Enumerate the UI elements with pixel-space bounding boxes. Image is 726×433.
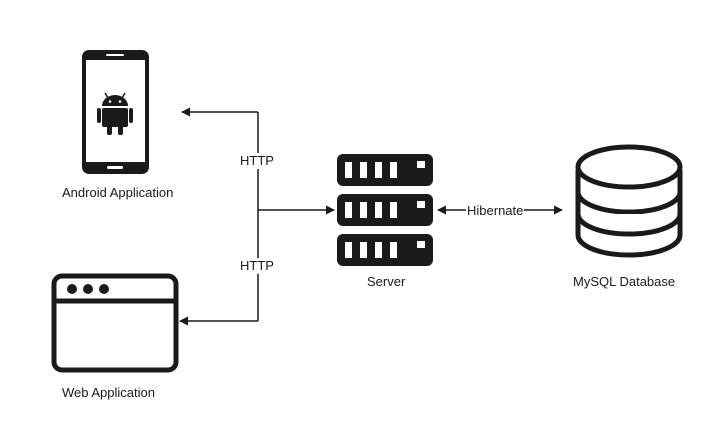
android-phone-icon	[82, 50, 149, 174]
server-unit	[337, 194, 433, 226]
http-label-android: HTTP	[239, 153, 275, 169]
server-unit	[337, 234, 433, 266]
database-icon	[575, 144, 683, 258]
browser-window-icon	[51, 273, 179, 373]
http-label-web: HTTP	[239, 258, 275, 274]
server-unit	[337, 154, 433, 186]
android-robot-icon	[97, 92, 133, 135]
mysql-database-label: MySQL Database	[573, 274, 676, 289]
hibernate-label: Hibernate	[466, 203, 525, 219]
web-application-label: Web Application	[62, 385, 155, 400]
server-label: Server	[367, 274, 406, 289]
server-rack-icon	[337, 154, 433, 266]
android-application-label: Android Application	[62, 185, 174, 200]
